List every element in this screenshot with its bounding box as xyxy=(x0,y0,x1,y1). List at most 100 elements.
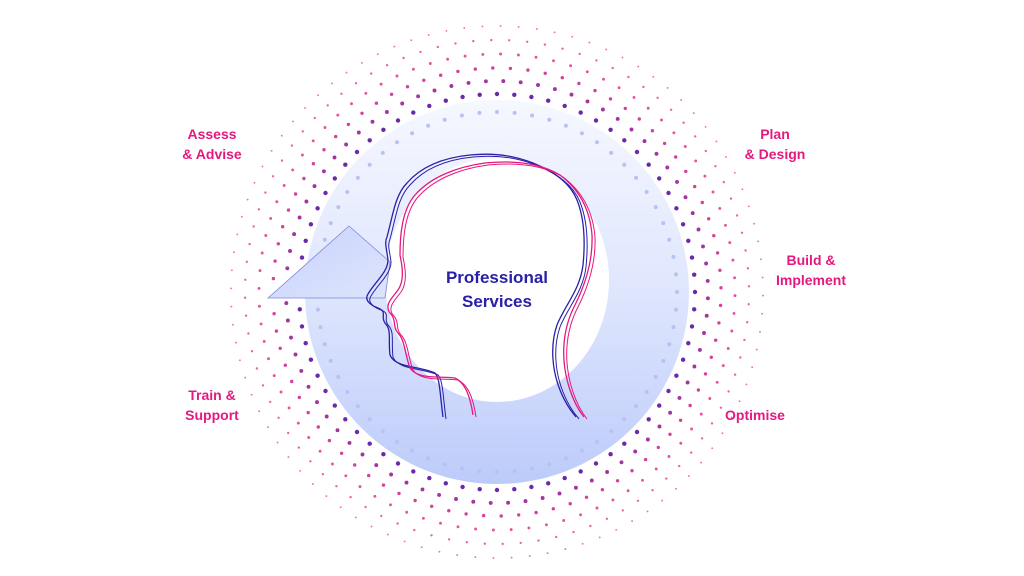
dot xyxy=(757,240,760,243)
dot xyxy=(304,199,309,204)
dot xyxy=(747,303,750,306)
dot xyxy=(427,475,432,481)
dot xyxy=(711,190,715,194)
dot xyxy=(246,198,249,201)
dot xyxy=(323,388,328,394)
dot xyxy=(642,85,645,89)
dot xyxy=(700,461,703,464)
dot xyxy=(682,121,685,124)
dot xyxy=(472,39,475,43)
dot xyxy=(336,374,341,379)
dot xyxy=(747,285,751,288)
dot xyxy=(454,497,458,501)
stage-build-implement: Build & Implement xyxy=(765,250,857,290)
dot xyxy=(547,117,552,122)
dot xyxy=(381,127,386,132)
dot xyxy=(332,176,337,181)
head-outline-pink xyxy=(387,161,593,418)
dot xyxy=(250,350,254,353)
dot xyxy=(674,307,679,312)
dot xyxy=(283,363,287,367)
dot xyxy=(318,449,322,453)
dot xyxy=(605,517,609,520)
dot xyxy=(290,144,294,147)
dot xyxy=(245,260,248,263)
dot xyxy=(287,456,290,459)
dot xyxy=(714,338,718,342)
dot xyxy=(443,481,448,486)
dot xyxy=(623,106,627,111)
dot xyxy=(499,514,503,518)
dot xyxy=(536,83,540,87)
dot xyxy=(395,118,401,123)
dot xyxy=(360,452,365,457)
dot xyxy=(360,111,364,116)
dot xyxy=(343,162,348,167)
dot xyxy=(456,69,460,74)
dot xyxy=(420,546,423,549)
dot xyxy=(459,466,464,471)
dot xyxy=(426,123,431,128)
dot xyxy=(421,516,425,520)
dot xyxy=(657,403,662,408)
dot xyxy=(374,101,379,105)
dot xyxy=(311,139,315,143)
dot xyxy=(395,74,399,78)
dot xyxy=(516,53,520,57)
dot xyxy=(671,254,676,259)
dot xyxy=(534,55,538,59)
dot xyxy=(569,92,574,97)
dot xyxy=(287,431,290,435)
dot xyxy=(339,451,344,455)
dot xyxy=(257,208,261,211)
stage-label-line2: & Advise xyxy=(182,146,242,162)
dot xyxy=(306,410,310,415)
dot xyxy=(506,500,511,505)
dot xyxy=(411,110,416,115)
dot xyxy=(374,463,379,468)
dot xyxy=(527,526,531,530)
dot xyxy=(260,251,264,255)
dot xyxy=(543,71,547,76)
dot xyxy=(234,341,237,344)
dot xyxy=(367,417,372,422)
dot xyxy=(622,138,627,143)
dot xyxy=(627,75,630,79)
dot xyxy=(328,221,333,226)
dot xyxy=(685,380,690,385)
dot xyxy=(662,141,667,146)
dot xyxy=(523,499,528,504)
dot xyxy=(439,521,442,525)
dot xyxy=(420,487,425,492)
dot xyxy=(273,259,277,263)
dot xyxy=(746,267,750,270)
dot xyxy=(760,258,762,261)
dot xyxy=(443,98,448,103)
dot xyxy=(364,505,367,509)
dot xyxy=(474,527,478,531)
dot xyxy=(560,76,564,80)
dot xyxy=(730,329,734,333)
dot xyxy=(711,447,714,450)
dot xyxy=(707,217,711,221)
head-outline-blue xyxy=(366,153,585,418)
dot xyxy=(747,205,750,208)
dot xyxy=(335,428,340,433)
dot xyxy=(477,92,482,98)
dot xyxy=(324,414,329,419)
dot xyxy=(605,48,608,51)
dot xyxy=(258,410,261,413)
dot xyxy=(660,118,663,122)
dot xyxy=(680,99,683,101)
dot xyxy=(270,149,273,152)
dot xyxy=(634,175,639,180)
dot xyxy=(608,452,613,457)
dot xyxy=(336,113,340,117)
dot xyxy=(288,249,292,253)
center-title: Professional Services xyxy=(412,266,582,314)
dot xyxy=(389,92,394,97)
dot xyxy=(537,539,540,542)
dot xyxy=(759,330,761,333)
dot xyxy=(315,373,320,378)
